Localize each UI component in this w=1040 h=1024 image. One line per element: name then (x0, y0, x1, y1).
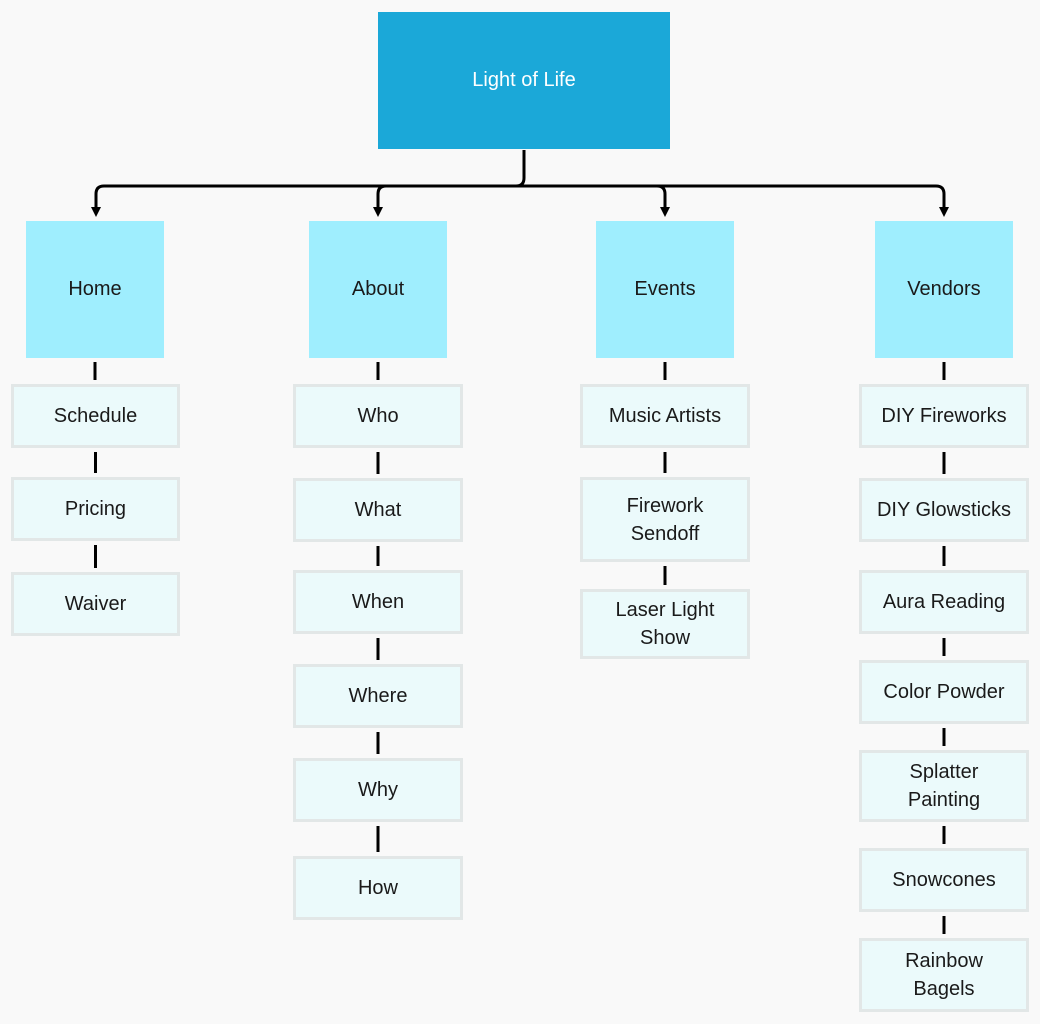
branch-line-home (91, 184, 524, 217)
item-label: Firework Sendoff (626, 494, 704, 545)
item-node-events: Music Artists (580, 384, 750, 448)
item-node-vendors: Splatter Painting (859, 750, 1029, 822)
item-label: Where (348, 685, 408, 707)
item-label: Rainbow Bagels (905, 950, 983, 1000)
item-label: Splatter Painting (907, 761, 981, 811)
item-label: DIY Glowsticks (876, 499, 1012, 521)
item-label: Aura Reading (882, 591, 1006, 613)
root-node-label: Light of Life (472, 69, 576, 91)
item-node-events: Firework Sendoff (580, 477, 750, 562)
item-label: DIY Fireworks (881, 405, 1007, 427)
item-label: Pricing (64, 498, 127, 520)
category-node-events: Events (596, 221, 734, 358)
item-node-vendors: Snowcones (859, 848, 1029, 912)
category-node-about: About (309, 221, 447, 358)
category-node-home: Home (26, 221, 164, 358)
item-node-events: Laser Light Show (580, 589, 750, 659)
item-label: Why (358, 779, 398, 801)
branch-line-events (524, 184, 670, 217)
item-node-vendors: Aura Reading (859, 570, 1029, 634)
item-node-vendors: Color Powder (859, 660, 1029, 724)
item-label: Waiver (64, 593, 127, 615)
item-node-about: Where (293, 664, 463, 728)
category-node-vendors: Vendors (875, 221, 1013, 358)
item-label: Laser Light Show (615, 599, 715, 649)
column-link-lines (93, 362, 946, 934)
item-label: Schedule (53, 405, 138, 427)
item-label: Music Artists (608, 405, 722, 427)
category-label: About (351, 278, 405, 300)
item-label: Snowcones (892, 869, 996, 891)
item-node-about: Why (293, 758, 463, 822)
item-node-about: How (293, 856, 463, 920)
item-node-about: What (293, 478, 463, 542)
item-node-home: Waiver (11, 572, 180, 636)
root-trunk-line (515, 150, 526, 188)
branch-line-about (373, 184, 524, 217)
item-label: How (357, 877, 398, 899)
category-label: Home (68, 278, 122, 300)
item-node-vendors: DIY Glowsticks (859, 478, 1029, 542)
branch-line-vendors (524, 184, 949, 217)
item-label: What (354, 499, 402, 521)
item-label: Who (357, 405, 399, 427)
item-label: Color Powder (883, 681, 1005, 703)
item-node-about: Who (293, 384, 463, 448)
item-node-about: When (293, 570, 463, 634)
root-node: Light of Life (378, 12, 670, 149)
category-label: Events (634, 278, 696, 300)
item-node-home: Pricing (11, 477, 180, 541)
item-label: When (351, 591, 405, 613)
category-label: Vendors (907, 278, 981, 300)
item-node-vendors: DIY Fireworks (859, 384, 1029, 448)
item-node-home: Schedule (11, 384, 180, 448)
item-node-vendors: Rainbow Bagels (859, 938, 1029, 1012)
